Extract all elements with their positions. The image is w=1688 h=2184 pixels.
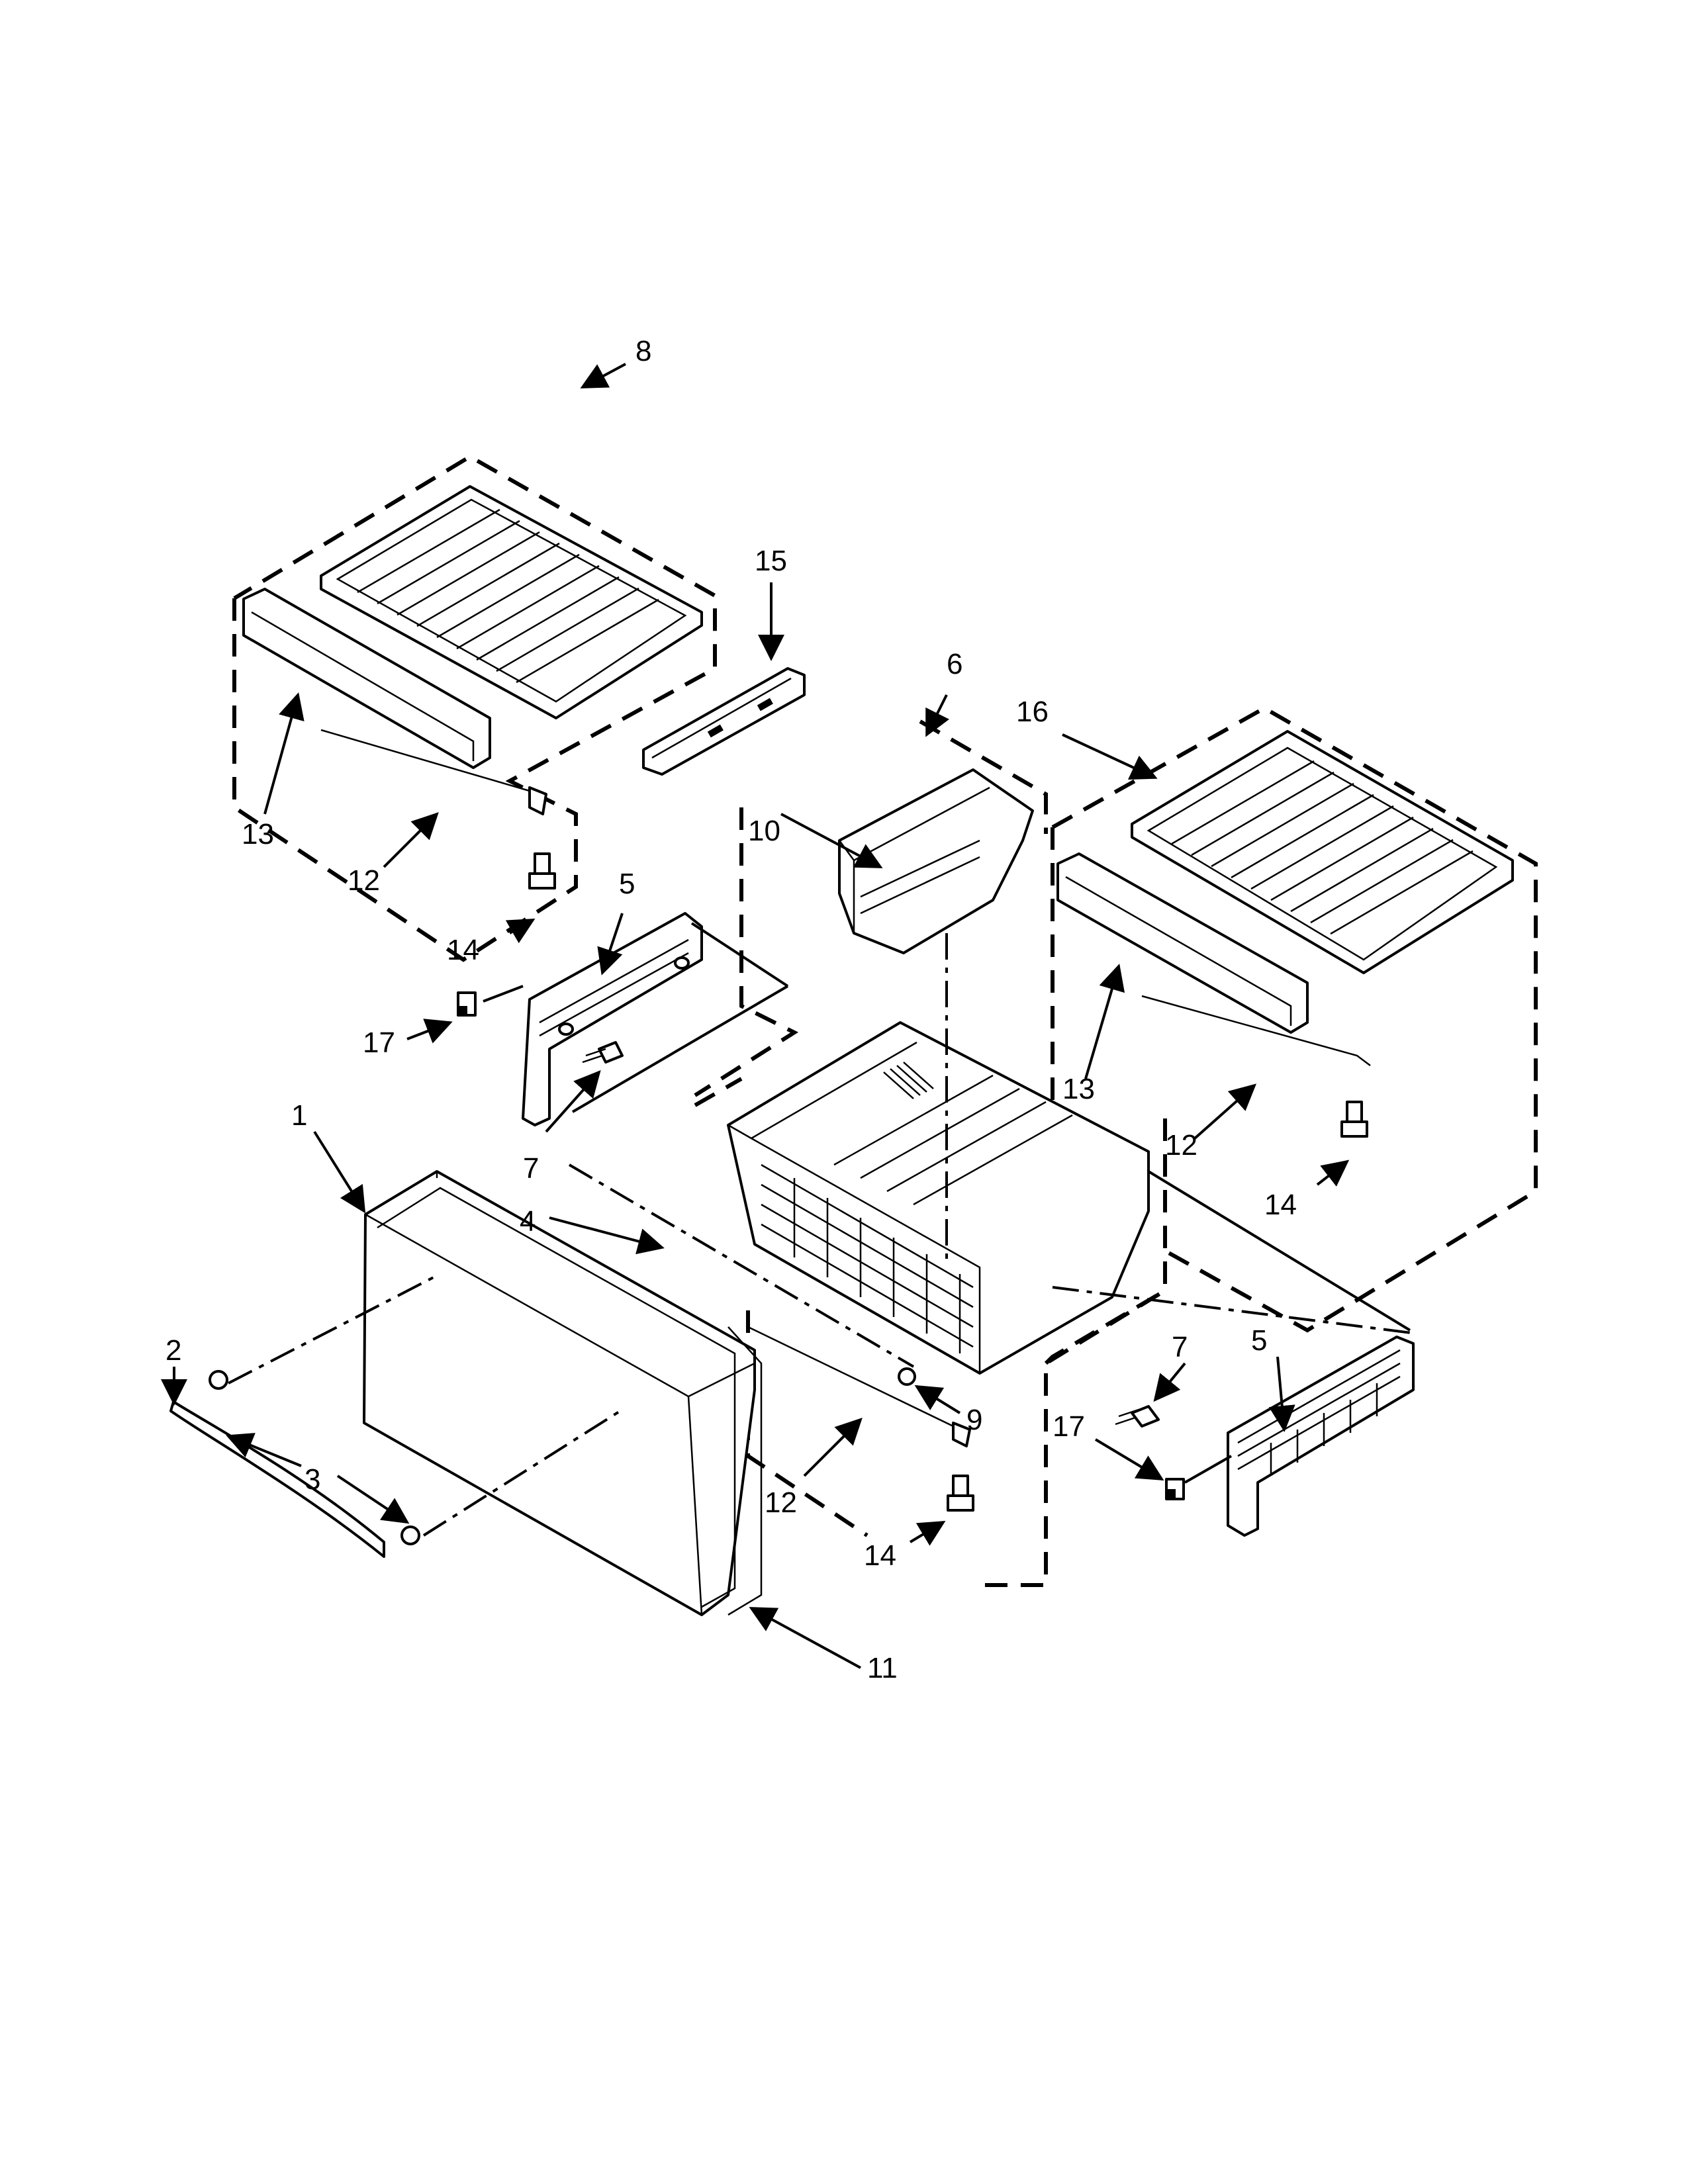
- upper-left-drawer: [242, 485, 703, 889]
- callout-12-upper-left: 12: [348, 864, 380, 897]
- callout-4: 4: [520, 1205, 536, 1238]
- callout-3: 3: [305, 1463, 320, 1496]
- left-rail-assembly: [457, 912, 703, 1126]
- callout-13-left: 13: [242, 818, 274, 850]
- right-rail-group-outline: [1044, 1289, 1166, 1365]
- lower-center-parts: [747, 1326, 974, 1512]
- callout-1: 1: [291, 1099, 307, 1132]
- callout-14-right: 14: [1264, 1189, 1297, 1221]
- freezer-door-assembly: [169, 1170, 763, 1616]
- callout-5-right: 5: [1251, 1324, 1267, 1357]
- callout-7-left: 7: [523, 1152, 539, 1185]
- callout-leaders: [161, 363, 1350, 1669]
- callout-9: 9: [966, 1404, 982, 1436]
- callout-labels: 8 15 6 16 10 13 12 14 5 17 1 7 4 13 12 1…: [165, 335, 1297, 1684]
- callout-12-lower: 12: [765, 1486, 797, 1519]
- callout-14-upper-left: 14: [447, 934, 479, 966]
- right-rail-assembly: [1115, 1336, 1415, 1537]
- callout-6: 6: [947, 648, 962, 680]
- center-bin-group-outline: [694, 719, 1048, 1097]
- part-15-bracket: [642, 667, 806, 776]
- center-freezer-basket: [727, 1021, 1150, 1375]
- callout-17-right: 17: [1053, 1410, 1085, 1443]
- connector-lines: [483, 922, 1411, 1484]
- callout-14-lower: 14: [864, 1539, 896, 1572]
- assembly-centerlines: [228, 933, 1417, 1537]
- callout-13-right: 13: [1062, 1073, 1095, 1105]
- callout-2: 2: [165, 1334, 181, 1367]
- callout-8: 8: [635, 335, 651, 367]
- callout-12-right: 12: [1165, 1129, 1197, 1161]
- callout-5-left: 5: [619, 868, 635, 900]
- right-upper-drawer: [1056, 730, 1514, 1138]
- callout-16: 16: [1016, 696, 1049, 728]
- callout-10: 10: [748, 815, 780, 847]
- callout-7-right: 7: [1172, 1331, 1188, 1363]
- callout-17-left: 17: [363, 1026, 395, 1059]
- callout-15: 15: [755, 545, 787, 577]
- callout-11: 11: [867, 1652, 898, 1684]
